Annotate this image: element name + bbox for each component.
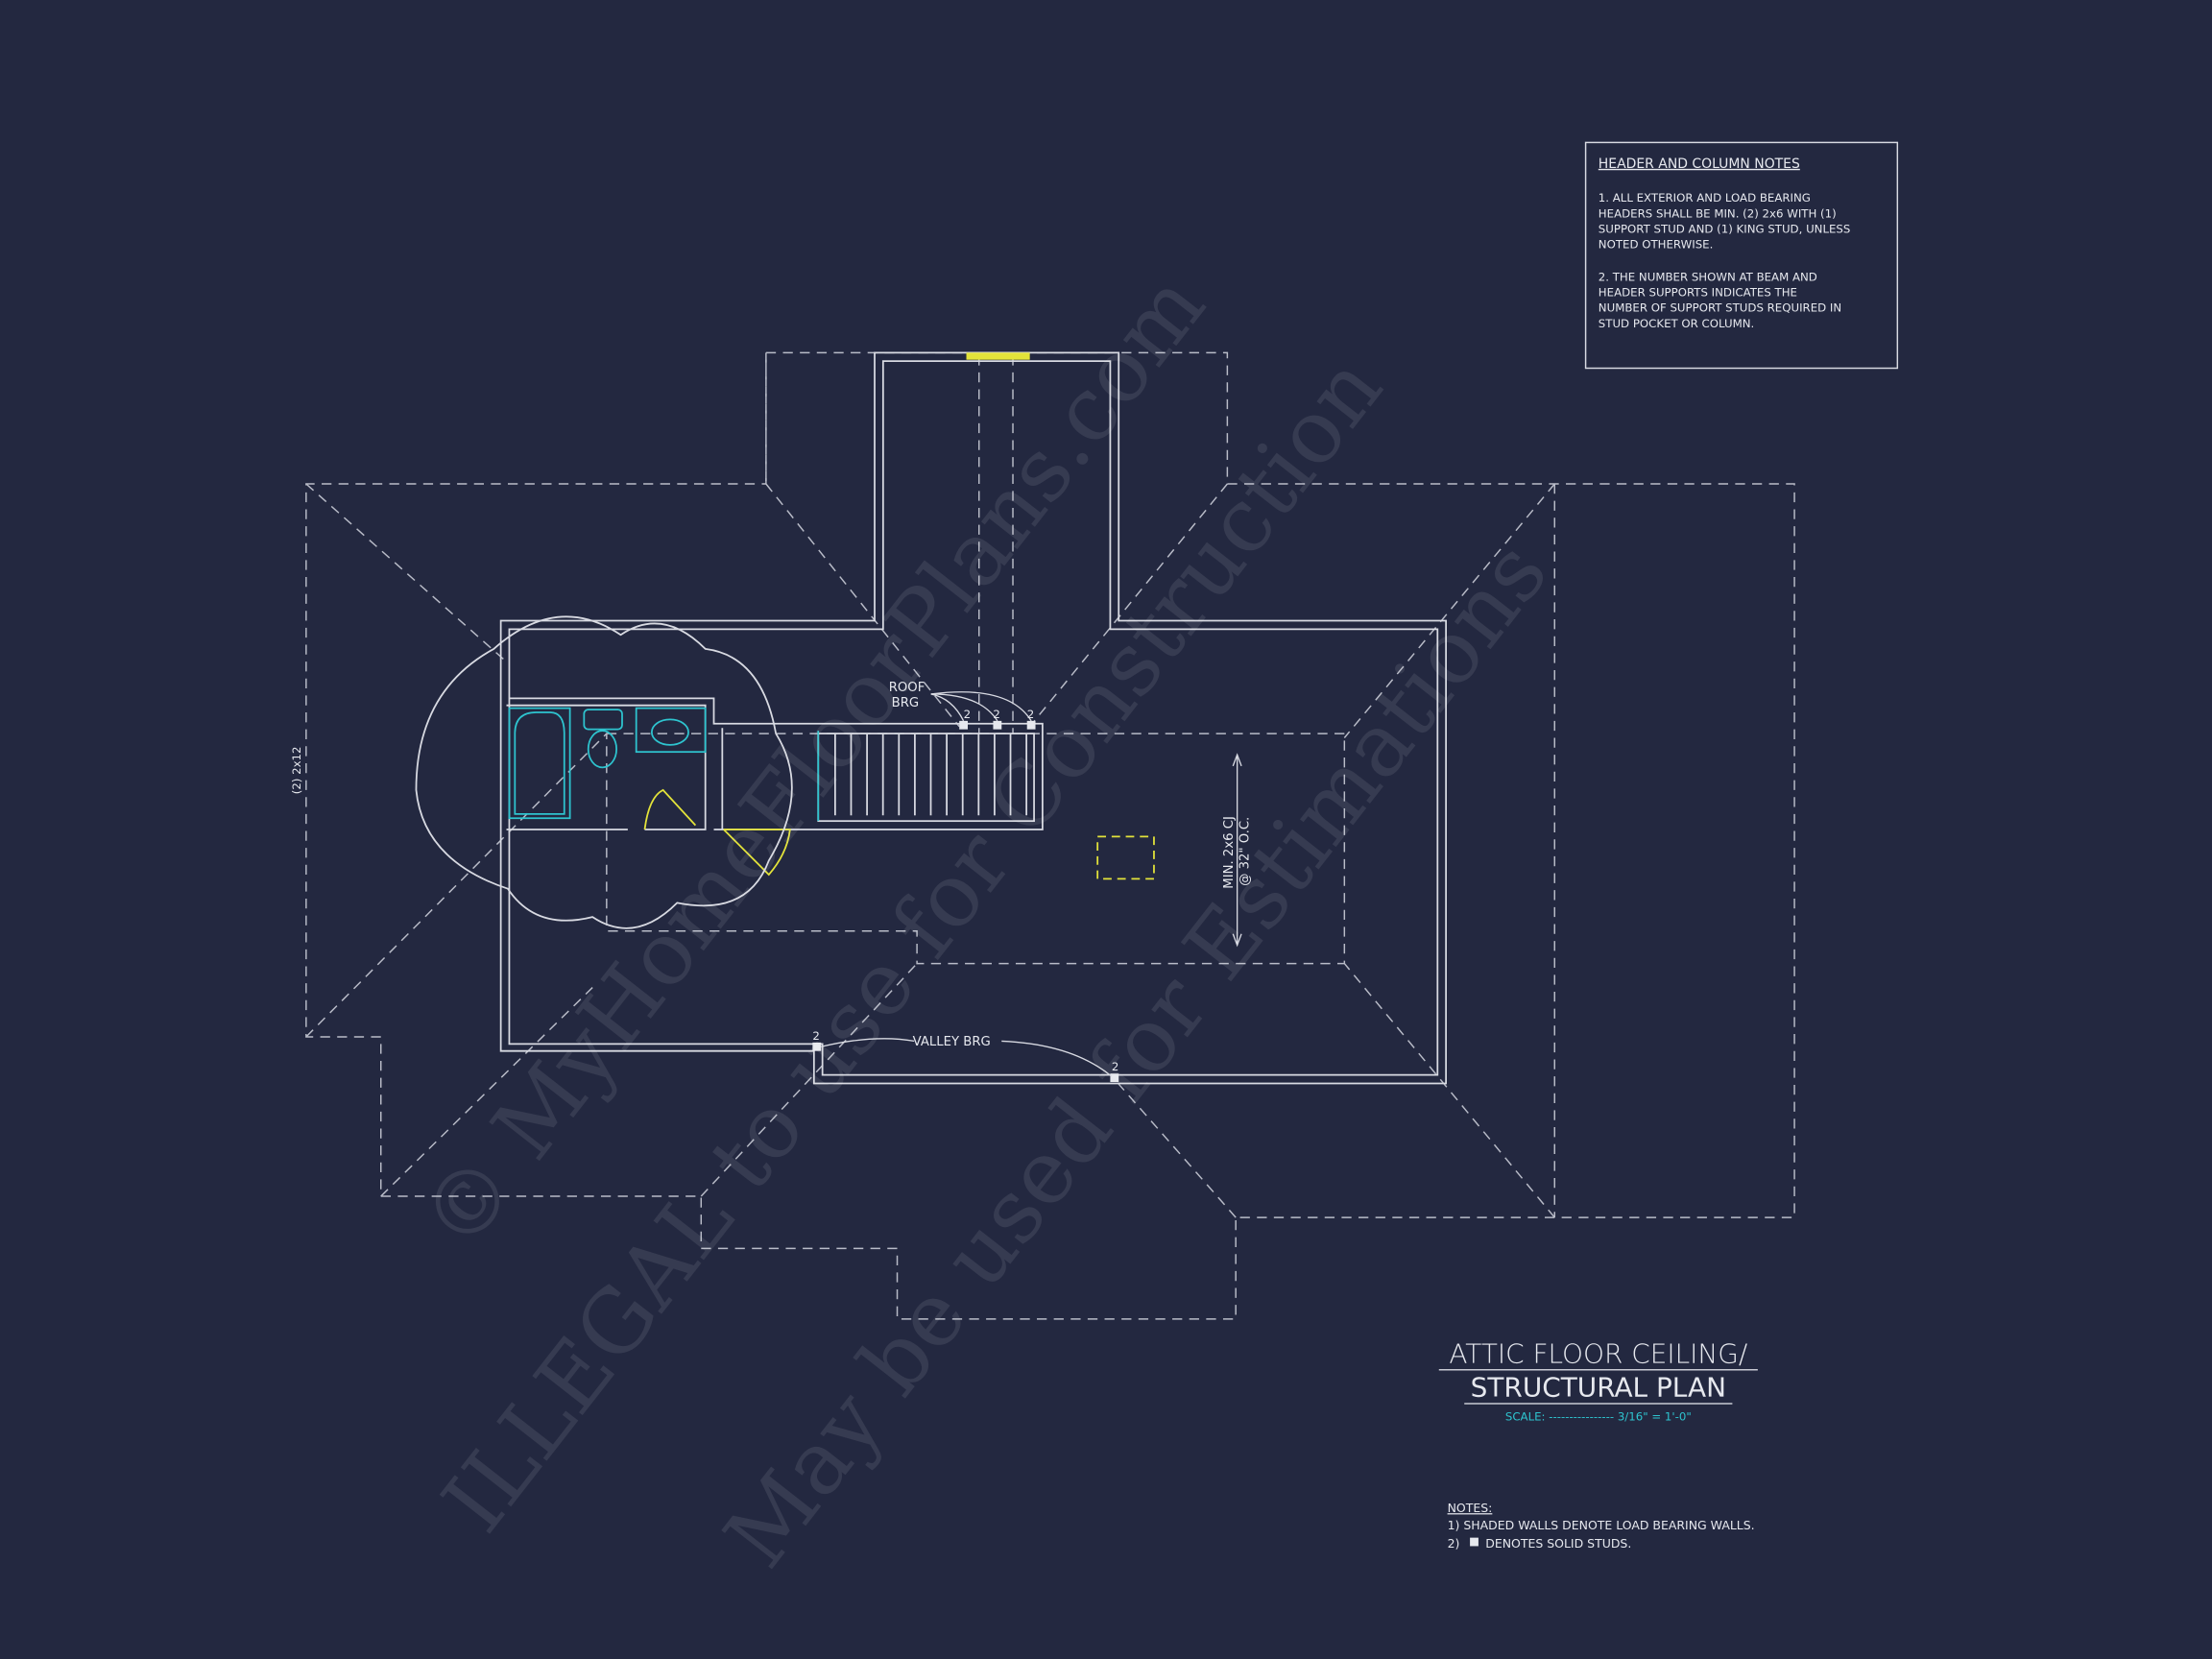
general-notes: NOTES: 1) SHADED WALLS DENOTE LOAD BEARI…	[1448, 1501, 1755, 1551]
toilet-tank	[583, 709, 623, 731]
roof-outline	[305, 351, 1795, 1320]
toilet-bowl	[587, 730, 618, 769]
stud-count: 2	[964, 708, 971, 721]
vanity	[635, 707, 707, 754]
roof-brg-label-1: ROOF	[889, 681, 926, 695]
valley-brg-label: VALLEY BRG	[913, 1035, 991, 1049]
window-marker	[966, 352, 1030, 360]
stud-count: 2	[812, 1029, 819, 1043]
stud-count: 2	[1027, 708, 1034, 721]
note-1: 1) SHADED WALLS DENOTE LOAD BEARING WALL…	[1448, 1518, 1755, 1532]
bathtub	[508, 707, 571, 820]
beam-label: (2) 2x12	[290, 746, 303, 794]
note-line: HEADER SUPPORTS INDICATES THE	[1599, 286, 1797, 300]
sink	[650, 718, 689, 746]
walls	[499, 351, 1448, 1085]
plan-title-line2: STRUCTURAL PLAN	[1471, 1372, 1726, 1404]
notes-heading: NOTES:	[1448, 1501, 1493, 1515]
note-line: 2. THE NUMBER SHOWN AT BEAM AND	[1599, 270, 1817, 283]
note-2-prefix: 2)	[1448, 1536, 1460, 1551]
solid-stud-symbol	[1470, 1537, 1479, 1547]
cj-label-1: MIN. 2x6 CJ	[1222, 816, 1237, 889]
revision-cloud	[415, 615, 793, 929]
roof-brg-label-2: BRG	[892, 696, 919, 710]
leader-lines	[821, 691, 1242, 1077]
stud-count: 2	[1112, 1060, 1118, 1073]
plan-title-line1: ATTIC FLOOR CEILING/	[1449, 1337, 1747, 1369]
stud-count: 2	[993, 708, 999, 721]
bathroom-fixtures	[415, 615, 793, 929]
header-column-notes: HEADER AND COLUMN NOTES 1. ALL EXTERIOR …	[1584, 141, 1899, 370]
note-line: HEADERS SHALL BE MIN. (2) 2x6 WITH (1)	[1599, 206, 1837, 220]
notes-box-title: HEADER AND COLUMN NOTES	[1599, 156, 1800, 172]
cj-label-2: @ 32" O.C.	[1238, 817, 1252, 886]
note-2-text: DENOTES SOLID STUDS.	[1485, 1536, 1631, 1551]
stair-door	[723, 829, 791, 877]
plan-scale: SCALE: ---------------- 3/16" = 1'-0"	[1505, 1410, 1692, 1424]
solid-studs	[812, 720, 1119, 1083]
stairs	[817, 731, 1035, 823]
title-block: ATTIC FLOOR CEILING/ STRUCTURAL PLAN SCA…	[1438, 1337, 1758, 1424]
note-line: SUPPORT STUD AND (1) KING STUD, UNLESS	[1599, 222, 1851, 235]
bath-door	[643, 788, 697, 830]
note-line: STUD POCKET OR COLUMN.	[1599, 317, 1754, 330]
note-line: NUMBER OF SUPPORT STUDS REQUIRED IN	[1599, 301, 1841, 315]
note-line: NOTED OTHERWISE.	[1599, 238, 1714, 252]
attic-access-hatch	[1096, 835, 1155, 880]
note-line: 1. ALL EXTERIOR AND LOAD BEARING	[1599, 191, 1811, 204]
